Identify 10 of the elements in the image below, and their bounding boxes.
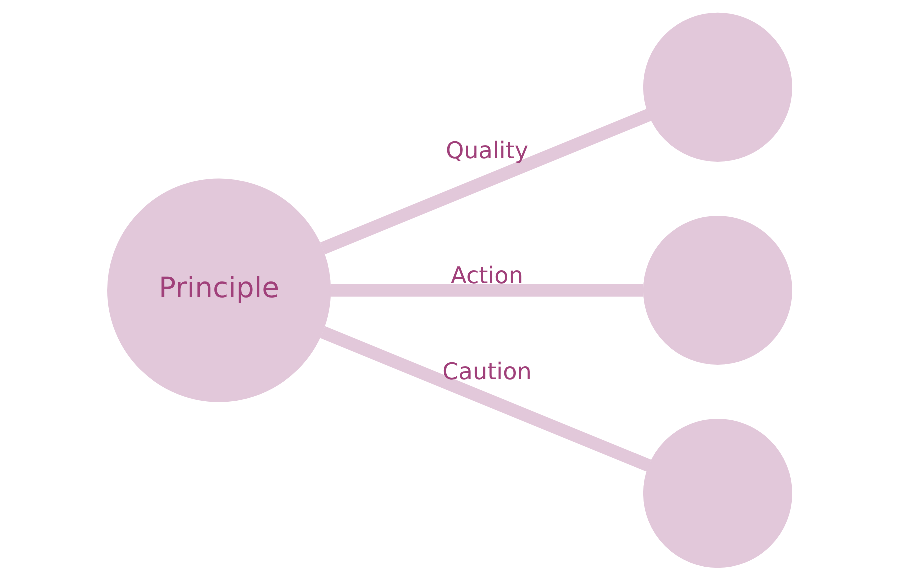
edge-label: Action — [450, 263, 523, 290]
connector — [320, 109, 652, 255]
node-circle — [642, 419, 792, 568]
connector — [330, 284, 644, 297]
node-circle — [642, 216, 792, 366]
edge-label: Caution — [442, 360, 532, 386]
node-circle: Principle — [107, 178, 331, 402]
edge-label: Quality — [445, 138, 528, 165]
connector — [320, 326, 652, 472]
node-circle — [642, 12, 792, 162]
